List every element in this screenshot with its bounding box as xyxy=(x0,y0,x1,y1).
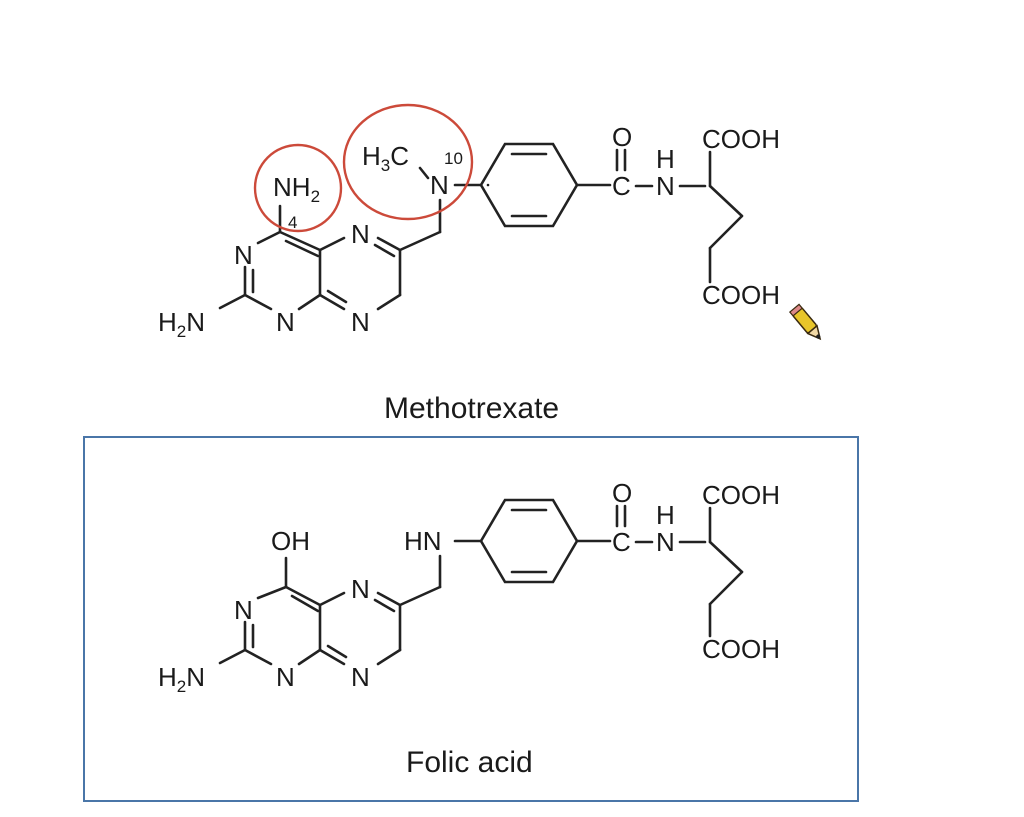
amide-h-label: H xyxy=(656,144,675,174)
n1-atom-label: N xyxy=(234,240,253,270)
folic-acid-structure xyxy=(218,498,744,666)
carbonyl-o-label: O xyxy=(612,478,632,508)
cooh-top-label: COOH xyxy=(702,124,780,154)
folic-acid-frame xyxy=(83,436,859,802)
amide-n-label: N xyxy=(656,527,675,557)
n3-atom-label: N xyxy=(276,662,295,692)
h2n-label: H2N xyxy=(158,307,205,341)
methotrexate-atom-labels: NH2 4 H3C 10 N N N H2N N N O C H N COOH … xyxy=(158,122,780,341)
methotrexate-structure xyxy=(218,142,744,311)
n3-atom-label: N xyxy=(276,307,295,337)
carbonyl-o-label: O xyxy=(612,122,632,152)
carbonyl-c-label: C xyxy=(612,527,631,557)
hn-label: HN xyxy=(404,526,442,556)
nh2-label: NH2 xyxy=(273,172,320,206)
n8-atom-label: N xyxy=(351,307,370,337)
n5-atom-label: N xyxy=(351,219,370,249)
folic-acid-caption: Folic acid xyxy=(406,746,533,779)
methotrexate-caption: Methotrexate xyxy=(384,392,559,425)
folic-acid-atom-labels: OH HN N N H2N N N O C H N COOH COOH xyxy=(158,478,780,696)
cooh-bottom-label: COOH xyxy=(702,280,780,310)
h3c-label: H3C xyxy=(362,141,409,175)
cooh-bottom-label: COOH xyxy=(702,634,780,664)
h2n-label: H2N xyxy=(158,662,205,696)
carbonyl-c-label: C xyxy=(612,171,631,201)
amide-h-label: H xyxy=(656,500,675,530)
position-10-label: 10 xyxy=(444,149,463,168)
n10-atom-label: N xyxy=(430,170,449,200)
n5-atom-label: N xyxy=(351,574,370,604)
n10-methyl-circle xyxy=(342,103,474,221)
pencil-cursor-icon xyxy=(788,303,822,341)
n8-atom-label: N xyxy=(351,662,370,692)
n1-atom-label: N xyxy=(234,595,253,625)
oh-label: OH xyxy=(271,526,310,556)
cooh-top-label: COOH xyxy=(702,480,780,510)
amide-n-label: N xyxy=(656,171,675,201)
4-amino-group-circle xyxy=(253,143,343,233)
position-4-label: 4 xyxy=(288,213,297,232)
